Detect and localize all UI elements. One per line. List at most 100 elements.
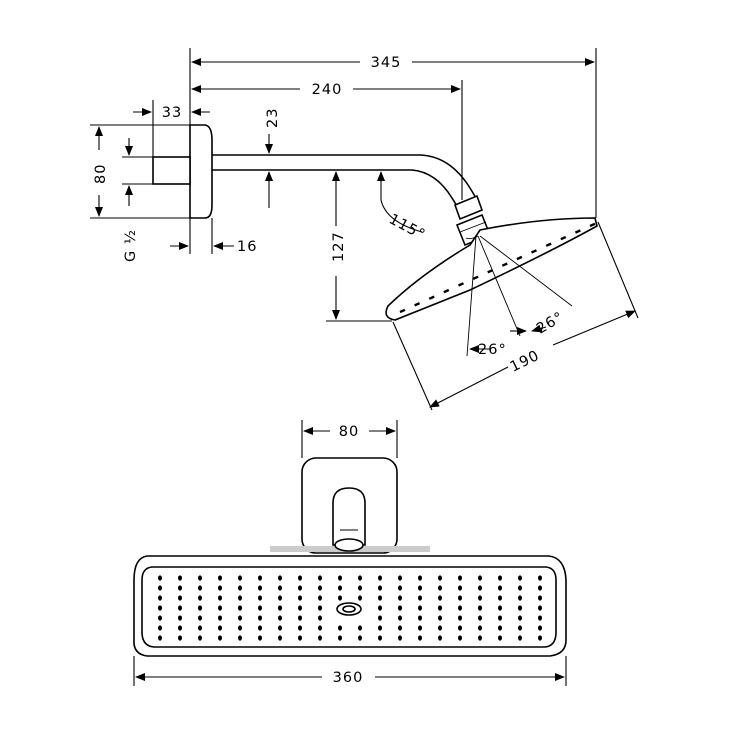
nozzle-dot [478, 585, 482, 591]
nozzle-dot [198, 595, 202, 601]
side-nozzle-dash [545, 242, 552, 247]
nozzle-dot [158, 635, 162, 641]
side-nozzle-dash [414, 302, 421, 307]
nozzle-dot [278, 615, 282, 621]
nozzle-dot [238, 605, 242, 611]
dim-190-right [552, 310, 636, 346]
nozzle-dot [238, 615, 242, 621]
dim-127-label: 127 [331, 231, 347, 262]
ball-joint-front [334, 538, 364, 552]
nozzle-dot [378, 635, 382, 641]
nozzle-dot [198, 605, 202, 611]
nozzle-dot [498, 575, 502, 581]
spray-line-mid [477, 235, 521, 337]
nozzle-dot [218, 585, 222, 591]
nozzle-dot [458, 615, 462, 621]
nozzle-dot [498, 625, 502, 631]
nozzle-dot [298, 605, 302, 611]
nozzle-dot [518, 595, 522, 601]
nozzle-dot [158, 615, 162, 621]
nozzle-dot [158, 585, 162, 591]
nozzle-dot [178, 625, 182, 631]
nozzle-dot [418, 625, 422, 631]
nozzle-dot [278, 605, 282, 611]
nozzle-dot [298, 615, 302, 621]
nozzle-dot [438, 605, 442, 611]
nozzle-dot [318, 625, 322, 631]
nozzle-dot [378, 615, 382, 621]
side-nozzle-dash [501, 262, 508, 267]
nozzle-dot [458, 635, 462, 641]
front-view: 80 360 [133, 420, 567, 686]
nozzle-dot [358, 625, 362, 631]
nozzle-dot [538, 595, 542, 601]
shower-arm-lower-edge [212, 169, 458, 207]
nozzle-dot [298, 585, 302, 591]
side-nozzle-dash [428, 295, 435, 300]
nozzle-dot [258, 575, 262, 581]
nozzle-dot [458, 575, 462, 581]
nozzle-dot [218, 595, 222, 601]
dim-26-left-label: 26° [478, 342, 507, 358]
nozzle-dot [258, 615, 262, 621]
nozzle-dot [418, 595, 422, 601]
nozzle-dot [278, 625, 282, 631]
nozzle-dot [298, 595, 302, 601]
nozzle-dot [398, 615, 402, 621]
dim-190-label: 190 [508, 348, 543, 376]
nozzle-dot [498, 605, 502, 611]
nozzle-dot [238, 625, 242, 631]
nozzle-dot [458, 625, 462, 631]
ext-line-190-left [392, 321, 433, 411]
nozzle-dot [318, 605, 322, 611]
nozzle-dot [458, 605, 462, 611]
wall-flange [189, 124, 213, 219]
nozzle-dot [318, 615, 322, 621]
side-nozzle-dash [458, 282, 464, 287]
nozzle-dot [478, 595, 482, 601]
side-nozzle-dash [531, 249, 537, 254]
nozzle-dot [278, 595, 282, 601]
nozzle-dot [358, 585, 362, 591]
thread-label: G ½ [123, 229, 139, 262]
nozzle-dot [258, 635, 262, 641]
nozzle-dot [178, 635, 182, 641]
nozzle-dot [198, 625, 202, 631]
nozzle-dot [418, 615, 422, 621]
nozzle-dot [338, 575, 342, 581]
ext-line-190-right [597, 221, 639, 319]
nozzle-dot [318, 575, 322, 581]
nozzle-dot [478, 615, 482, 621]
side-nozzle-dash [472, 275, 479, 280]
nozzle-dot [418, 585, 422, 591]
nozzle-dot [378, 585, 382, 591]
side-view: 345 240 33 23 80 G ½ 16 [90, 48, 639, 411]
nozzle-dot [398, 605, 402, 611]
nozzle-dot [518, 615, 522, 621]
nozzle-dot [438, 595, 442, 601]
angle-arc [465, 235, 479, 240]
nozzle-dot [378, 575, 382, 581]
dim-26-right-label: 26° [534, 309, 567, 337]
dim-80-side-label: 80 [93, 164, 109, 184]
nozzle-dot [238, 575, 242, 581]
side-nozzle-dash [516, 255, 523, 261]
dim-190-left [429, 366, 509, 408]
nozzle-dot [218, 605, 222, 611]
nozzle-dot [318, 595, 322, 601]
nozzle-dot [498, 615, 502, 621]
nozzle-dot [538, 635, 542, 641]
dim-115-label: 115° [386, 211, 428, 243]
nozzle-dot [538, 615, 542, 621]
nozzle-dot [318, 585, 322, 591]
nozzle-dot [238, 595, 242, 601]
nozzle-dot [538, 625, 542, 631]
nozzle-dot [538, 605, 542, 611]
nozzle-dot [298, 635, 302, 641]
nozzle-dot [438, 575, 442, 581]
nozzle-dot [258, 605, 262, 611]
nozzle-dot [398, 625, 402, 631]
side-nozzle-dash [589, 222, 596, 228]
nozzle-dot [538, 575, 542, 581]
